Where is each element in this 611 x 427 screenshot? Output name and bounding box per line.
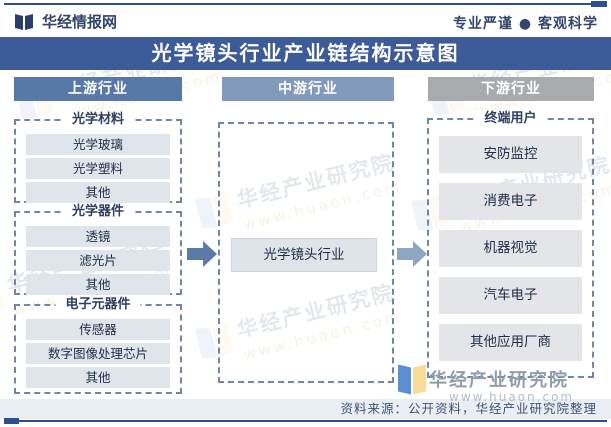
downstream-header: 下游行业 [428,77,594,101]
watermark-book-icon [0,272,6,321]
upstream-group-electronic-components: 电子元器件 传感器 数字图像处理芯片 其他 [14,296,182,394]
footer-book-icon [397,362,427,398]
downstream-item: 安防监控 [439,136,582,173]
site-brand: 华经情报网 [14,11,117,32]
arrow-right-icon [397,241,427,267]
upstream-item: 光学玻璃 [26,134,170,155]
upstream-item: 光学塑料 [26,158,170,179]
upstream-item: 滤光片 [26,250,170,271]
upstream-group-optical-materials: 光学材料 光学玻璃 光学塑料 其他 [14,111,182,203]
brand-name: 华经情报网 [42,13,118,31]
upstream-group-optical-components: 光学器件 透镜 滤光片 其他 [14,203,182,295]
downstream-item: 其他应用厂商 [439,324,582,361]
top-rule-cap [591,1,607,7]
upstream-item: 其他 [26,367,170,388]
upstream-item: 透镜 [26,226,170,247]
upstream-header: 上游行业 [14,77,182,101]
group-title: 光学器件 [61,203,135,221]
upstream-item: 其他 [26,274,170,295]
upstream-item: 传感器 [26,319,170,340]
upstream-item: 其他 [26,182,170,203]
midstream-node: 光学镜头行业 [231,238,377,272]
midstream-header: 中游行业 [222,77,394,101]
page-title: 光学镜头行业产业链结构示意图 [0,37,611,70]
brand-book-icon [14,12,34,32]
masthead: 华经情报网 专业严谨 ● 客观科学 [0,9,611,37]
bottom-rule-cap [4,418,19,424]
downstream-group-end-users: 终端用户 安防监控 消费电子 机器视觉 汽车电子 其他应用厂商 [427,110,594,378]
arrow-right-icon [187,241,217,267]
top-rule [4,1,607,7]
downstream-item: 消费电子 [439,183,582,220]
masthead-tagline: 专业严谨 ● 客观科学 [453,16,598,32]
source-note: 资料来源：公开资料，华经产业研究院整理 [0,399,611,419]
midstream-box [218,122,394,383]
group-title: 终端用户 [474,110,547,128]
group-title: 光学材料 [61,111,135,129]
group-title: 电子元器件 [55,296,141,314]
downstream-item: 机器视觉 [439,230,582,267]
footer-url: www.huaon.com [449,390,575,404]
downstream-item: 汽车电子 [439,277,582,314]
footer-brand: 华经产业研究院 [429,370,569,391]
upstream-item: 数字图像处理芯片 [26,343,170,364]
bottom-rule [4,418,607,424]
